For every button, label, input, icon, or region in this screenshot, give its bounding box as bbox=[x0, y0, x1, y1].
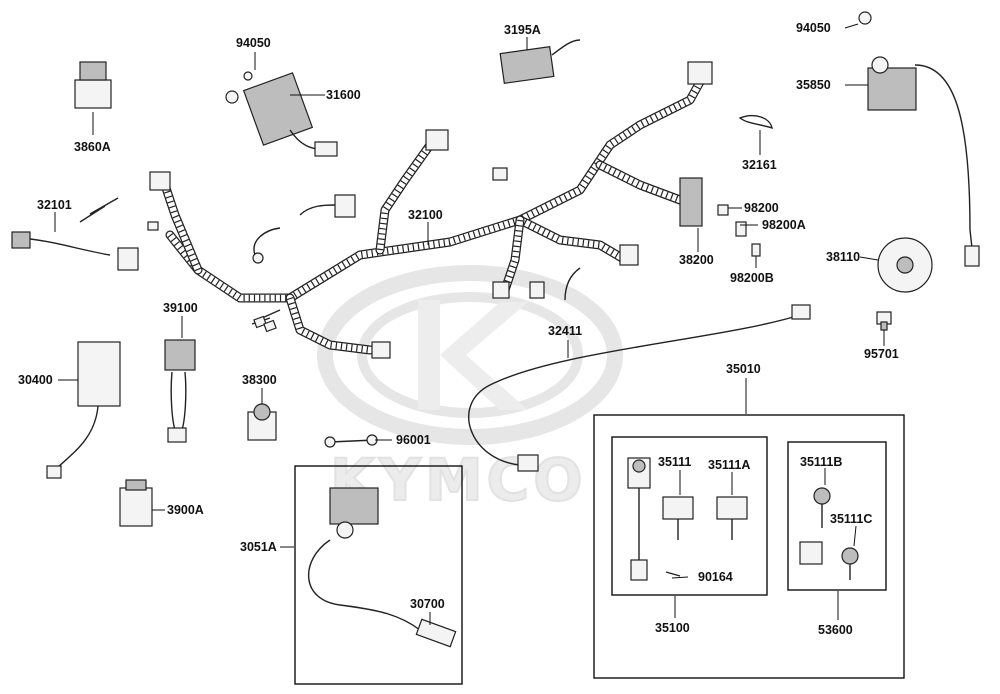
callout-32411: 32411 bbox=[548, 324, 582, 338]
main-wire-harness bbox=[117, 61, 713, 359]
callout-31600: 31600 bbox=[326, 88, 361, 102]
callout-98200B: 98200B bbox=[730, 271, 774, 285]
callout-35010: 35010 bbox=[726, 362, 761, 376]
seat-lock-subbox bbox=[787, 441, 887, 591]
flasher-3195A-part bbox=[499, 39, 581, 85]
ignition-coil-3051A-part bbox=[307, 487, 457, 648]
relay-3860A-part bbox=[74, 61, 112, 109]
horn-38110-part bbox=[877, 237, 933, 293]
callout-35850: 35850 bbox=[796, 78, 831, 92]
callout-32100: 32100 bbox=[408, 208, 443, 222]
callout-35111C: 35111C bbox=[830, 512, 872, 526]
ignition-coil-group-box bbox=[294, 465, 463, 685]
callout-35100: 35100 bbox=[655, 621, 690, 635]
callout-30400: 30400 bbox=[18, 373, 53, 387]
callout-labels: 3860A 94050 31600 3195A 94050 35850 3216… bbox=[18, 21, 899, 637]
callout-35111B: 35111B bbox=[800, 455, 842, 469]
callout-94050-left: 94050 bbox=[236, 36, 271, 50]
ignition-switch-subbox bbox=[611, 436, 768, 596]
callout-39100: 39100 bbox=[163, 301, 198, 315]
kymco-watermark: KYMCO bbox=[317, 265, 623, 515]
leader-lines bbox=[54, 23, 885, 625]
callout-94050-right: 94050 bbox=[796, 21, 831, 35]
key-set-group-box bbox=[593, 414, 905, 679]
callout-3051A: 3051A bbox=[240, 540, 277, 554]
band-32161-part bbox=[738, 114, 773, 130]
callout-35111A: 35111A bbox=[708, 458, 750, 472]
rectifier-3900A-part bbox=[119, 479, 153, 527]
callout-3195A: 3195A bbox=[504, 23, 541, 37]
callout-3900A: 3900A bbox=[167, 503, 204, 517]
switch-32101-part bbox=[11, 197, 119, 256]
fuse-box-38200-part bbox=[679, 177, 761, 257]
sensor-39100-part bbox=[164, 339, 196, 443]
battery-cable-32411-part bbox=[468, 304, 811, 472]
callout-32101: 32101 bbox=[37, 198, 72, 212]
cdi-30400-part bbox=[46, 341, 121, 479]
regulator-31600-part bbox=[225, 71, 338, 157]
callout-98200: 98200 bbox=[744, 201, 779, 215]
callout-3860A: 3860A bbox=[74, 140, 111, 154]
callout-35111: 35111 bbox=[658, 455, 691, 469]
callout-38110: 38110 bbox=[826, 250, 860, 264]
callout-98200A: 98200A bbox=[762, 218, 806, 232]
callout-30700: 30700 bbox=[410, 597, 445, 611]
callout-38300: 38300 bbox=[242, 373, 277, 387]
callout-53600: 53600 bbox=[818, 623, 853, 637]
callout-95701: 95701 bbox=[864, 347, 899, 361]
starter-relay-35850-part bbox=[858, 11, 980, 267]
ignition-switch-35111-part bbox=[627, 457, 748, 581]
seat-lock-35111B-part bbox=[799, 487, 859, 580]
callout-38200: 38200 bbox=[679, 253, 714, 267]
callout-96001: 96001 bbox=[396, 433, 431, 447]
bolt-95701-part bbox=[876, 311, 892, 331]
callout-90164: 90164 bbox=[698, 570, 733, 584]
callout-32161: 32161 bbox=[742, 158, 777, 172]
screws-96001-part bbox=[324, 434, 378, 448]
switch-38300-part bbox=[247, 403, 277, 441]
